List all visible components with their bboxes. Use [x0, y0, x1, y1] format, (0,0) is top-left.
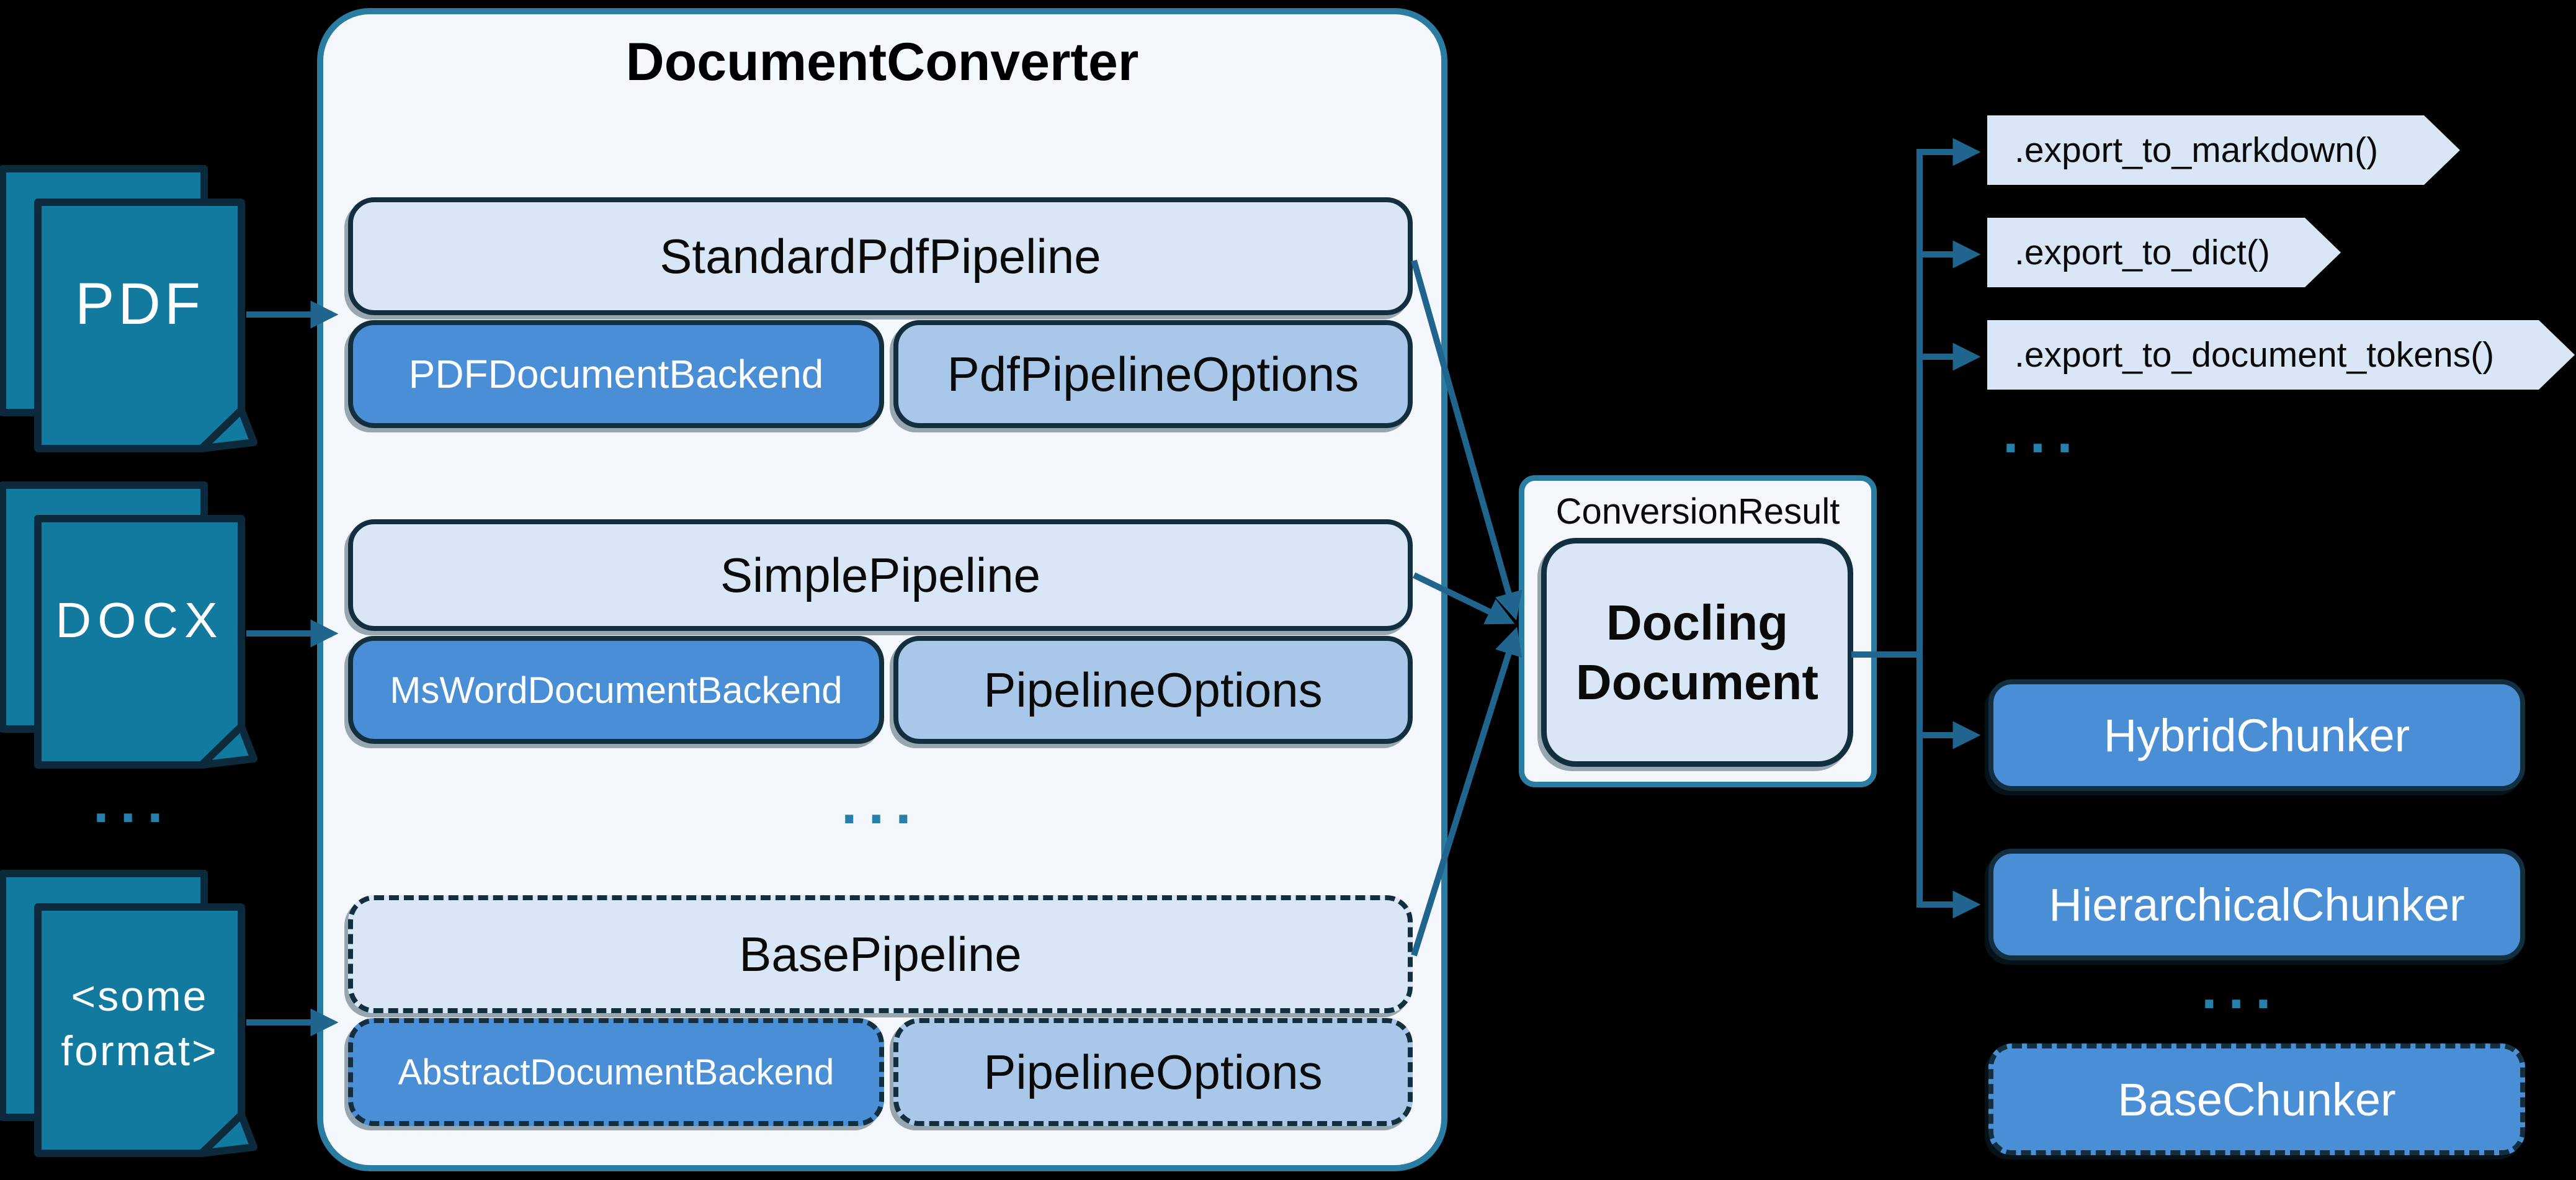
conversion-result-label: ConversionResult: [1555, 491, 1840, 532]
docx-document-stack-icon: [0, 481, 257, 769]
docling-document-line2: Document: [1575, 654, 1819, 710]
pdf-document-stack-icon: [0, 165, 257, 452]
options-box-base-pipeline: PipelineOptions: [893, 1018, 1413, 1126]
export-chevron-dict: .export_to_dict(): [1987, 218, 2341, 287]
someformat-document-stack-icon: [0, 870, 257, 1157]
chunker-box-hierarchical: HierarchicalChunker: [1988, 849, 2525, 960]
chunker-box-hybrid: HybridChunker: [1988, 679, 2525, 791]
chunker-box-base: BaseChunker: [1988, 1044, 2525, 1155]
docx-folded-corner-icon: [198, 723, 257, 769]
options-box-pdf: PdfPipelineOptions: [893, 320, 1413, 428]
docling-document-line1: Docling: [1606, 594, 1789, 650]
input-label-some-format-line1: <some: [71, 972, 208, 1020]
exports-ellipsis: ...: [2003, 401, 2084, 465]
input-label-pdf: PDF: [75, 270, 204, 337]
inputs-ellipsis: ...: [93, 771, 174, 834]
someformat-folded-corner-icon: [198, 1111, 257, 1157]
backend-box-msword: MsWordDocumentBackend: [348, 636, 884, 744]
backend-box-pdf: PDFDocumentBackend: [348, 320, 884, 428]
input-label-docx: DOCX: [55, 592, 224, 648]
pipeline-box-standard-pdf: StandardPdfPipeline: [348, 197, 1413, 315]
chunkers-ellipsis: ...: [2201, 957, 2283, 1021]
input-label-some-format-line2: format>: [61, 1027, 218, 1075]
export-chevron-markdown: .export_to_markdown(): [1987, 115, 2460, 185]
options-box-pipeline: PipelineOptions: [893, 636, 1413, 744]
converter-ellipsis: ...: [841, 772, 923, 836]
export-chevron-document-tokens: .export_to_document_tokens(): [1987, 320, 2575, 390]
document-converter-title: DocumentConverter: [625, 32, 1139, 92]
backend-box-abstract: AbstractDocumentBackend: [348, 1018, 884, 1126]
input-label-some-format: <some format>: [38, 969, 241, 1078]
pipeline-box-simple: SimplePipeline: [348, 519, 1413, 631]
pdf-folded-corner-icon: [198, 406, 257, 452]
docling-document-box: Docling Document: [1541, 538, 1853, 767]
pipeline-box-base: BasePipeline: [348, 895, 1413, 1013]
